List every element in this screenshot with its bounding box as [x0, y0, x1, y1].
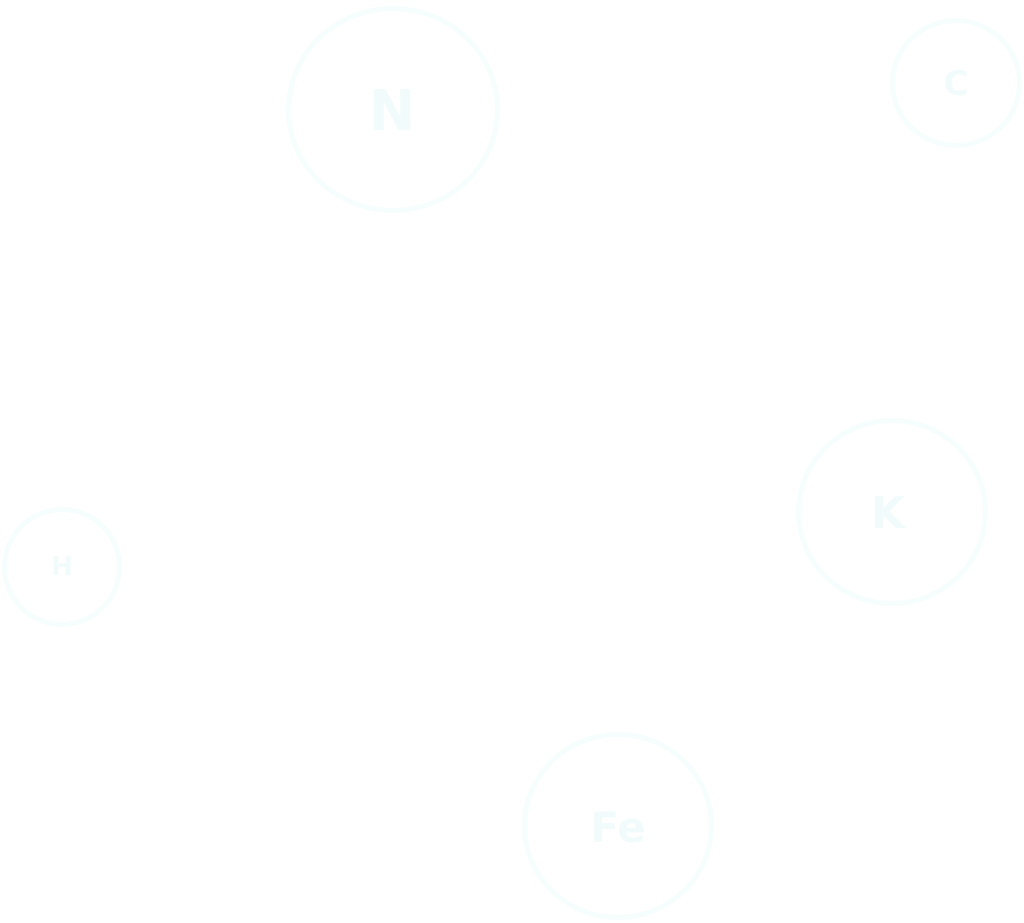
element-bubble-n: N	[286, 6, 500, 213]
element-bubble-k: K	[796, 418, 988, 606]
element-bubble-fe: Fe	[522, 732, 714, 920]
element-symbol-k: K	[870, 488, 906, 539]
element-symbol-n: N	[368, 78, 416, 144]
element-symbol-c: C	[943, 64, 969, 104]
element-symbol-fe: Fe	[590, 803, 646, 852]
element-symbol-h: H	[51, 552, 73, 582]
element-bubble-c: C	[890, 18, 1022, 148]
element-bubble-h: H	[2, 507, 122, 627]
